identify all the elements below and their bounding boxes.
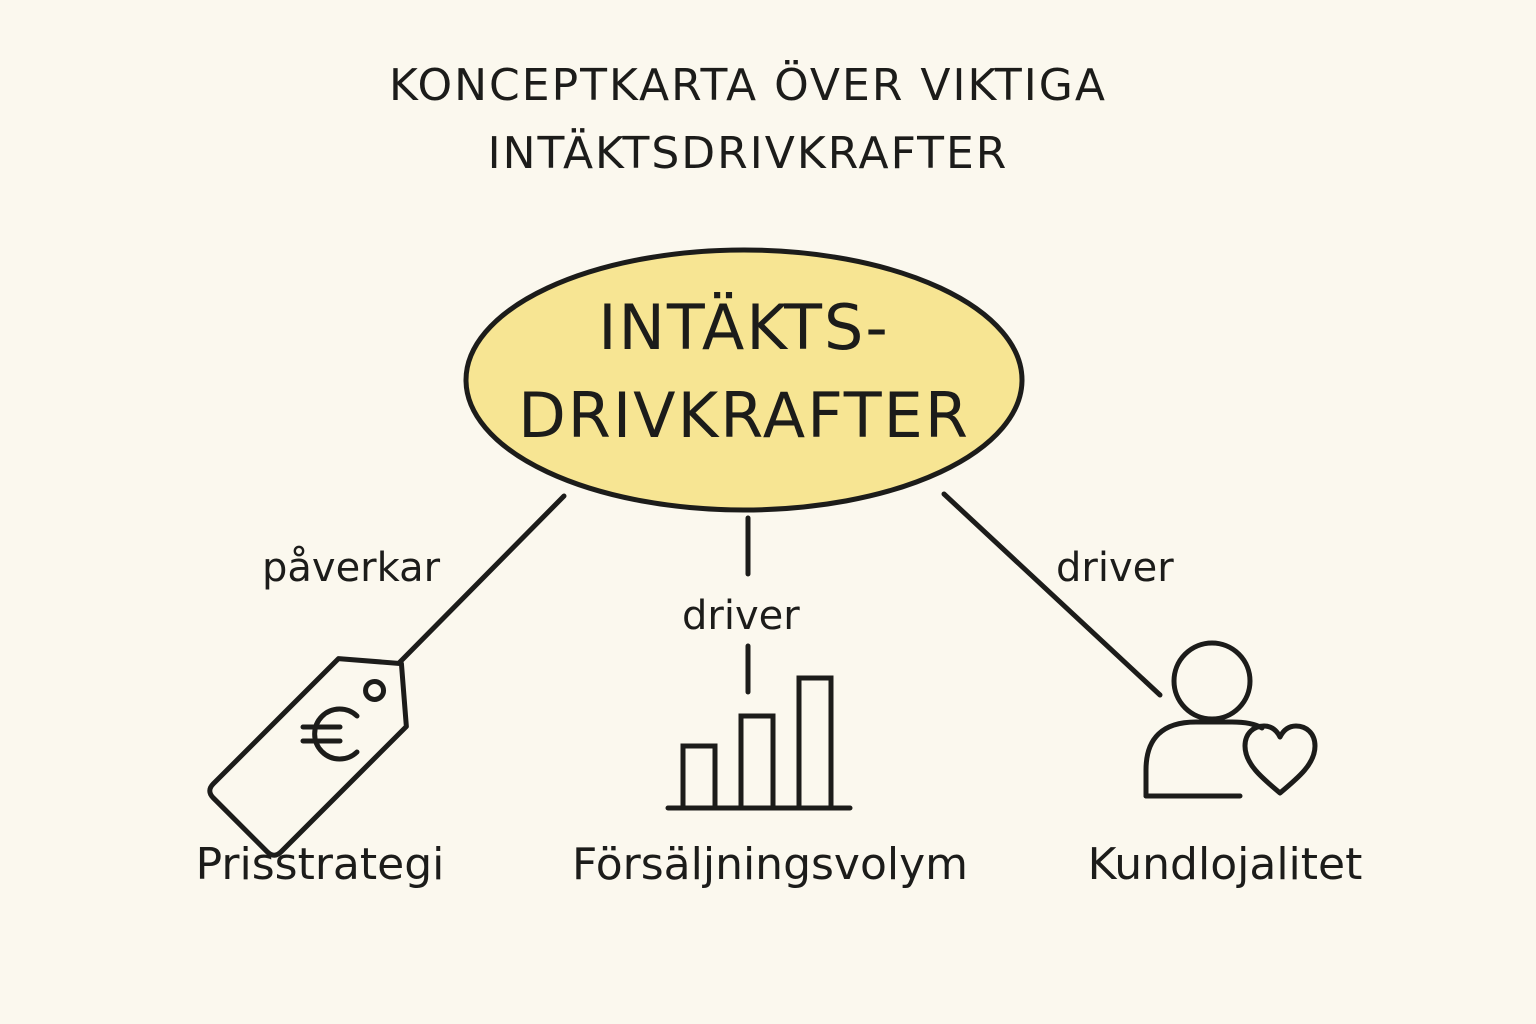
person-heart-icon: [1143, 640, 1318, 799]
node-label-prisstrategi: Prisstrategi: [195, 839, 445, 890]
euro-symbol: [300, 706, 360, 762]
page-title: KONCEPTKARTA ÖVER VIKTIGA INTÄKTSDRIVKRA…: [0, 52, 1496, 188]
connector-prisstrategi: [396, 493, 567, 666]
heart-icon: [1242, 723, 1318, 796]
edge-label-driver-loyalty: driver: [1056, 545, 1174, 591]
node-label-kundlojalitet: Kundlojalitet: [1087, 839, 1363, 890]
euro-price-tag-icon: [207, 656, 409, 858]
title-line-1: KONCEPTKARTA ÖVER VIKTIGA: [389, 60, 1107, 111]
connector-kundlojalitet: [941, 491, 1163, 698]
bar-chart-icon: [665, 675, 853, 811]
center-node-line-1: INTÄKTS-: [598, 291, 890, 364]
center-node-ellipse: [463, 247, 1025, 513]
node-label-forsaljningsvolym: Försäljningsvolym: [571, 839, 969, 890]
title-line-2: INTÄKTSDRIVKRAFTER: [487, 128, 1009, 179]
edge-label-driver-volume: driver: [682, 593, 800, 639]
edge-label-paverkar: påverkar: [262, 545, 441, 591]
center-node-label: INTÄKTS- DRIVKRAFTER: [466, 284, 1022, 460]
center-node-line-2: DRIVKRAFTER: [518, 379, 970, 452]
